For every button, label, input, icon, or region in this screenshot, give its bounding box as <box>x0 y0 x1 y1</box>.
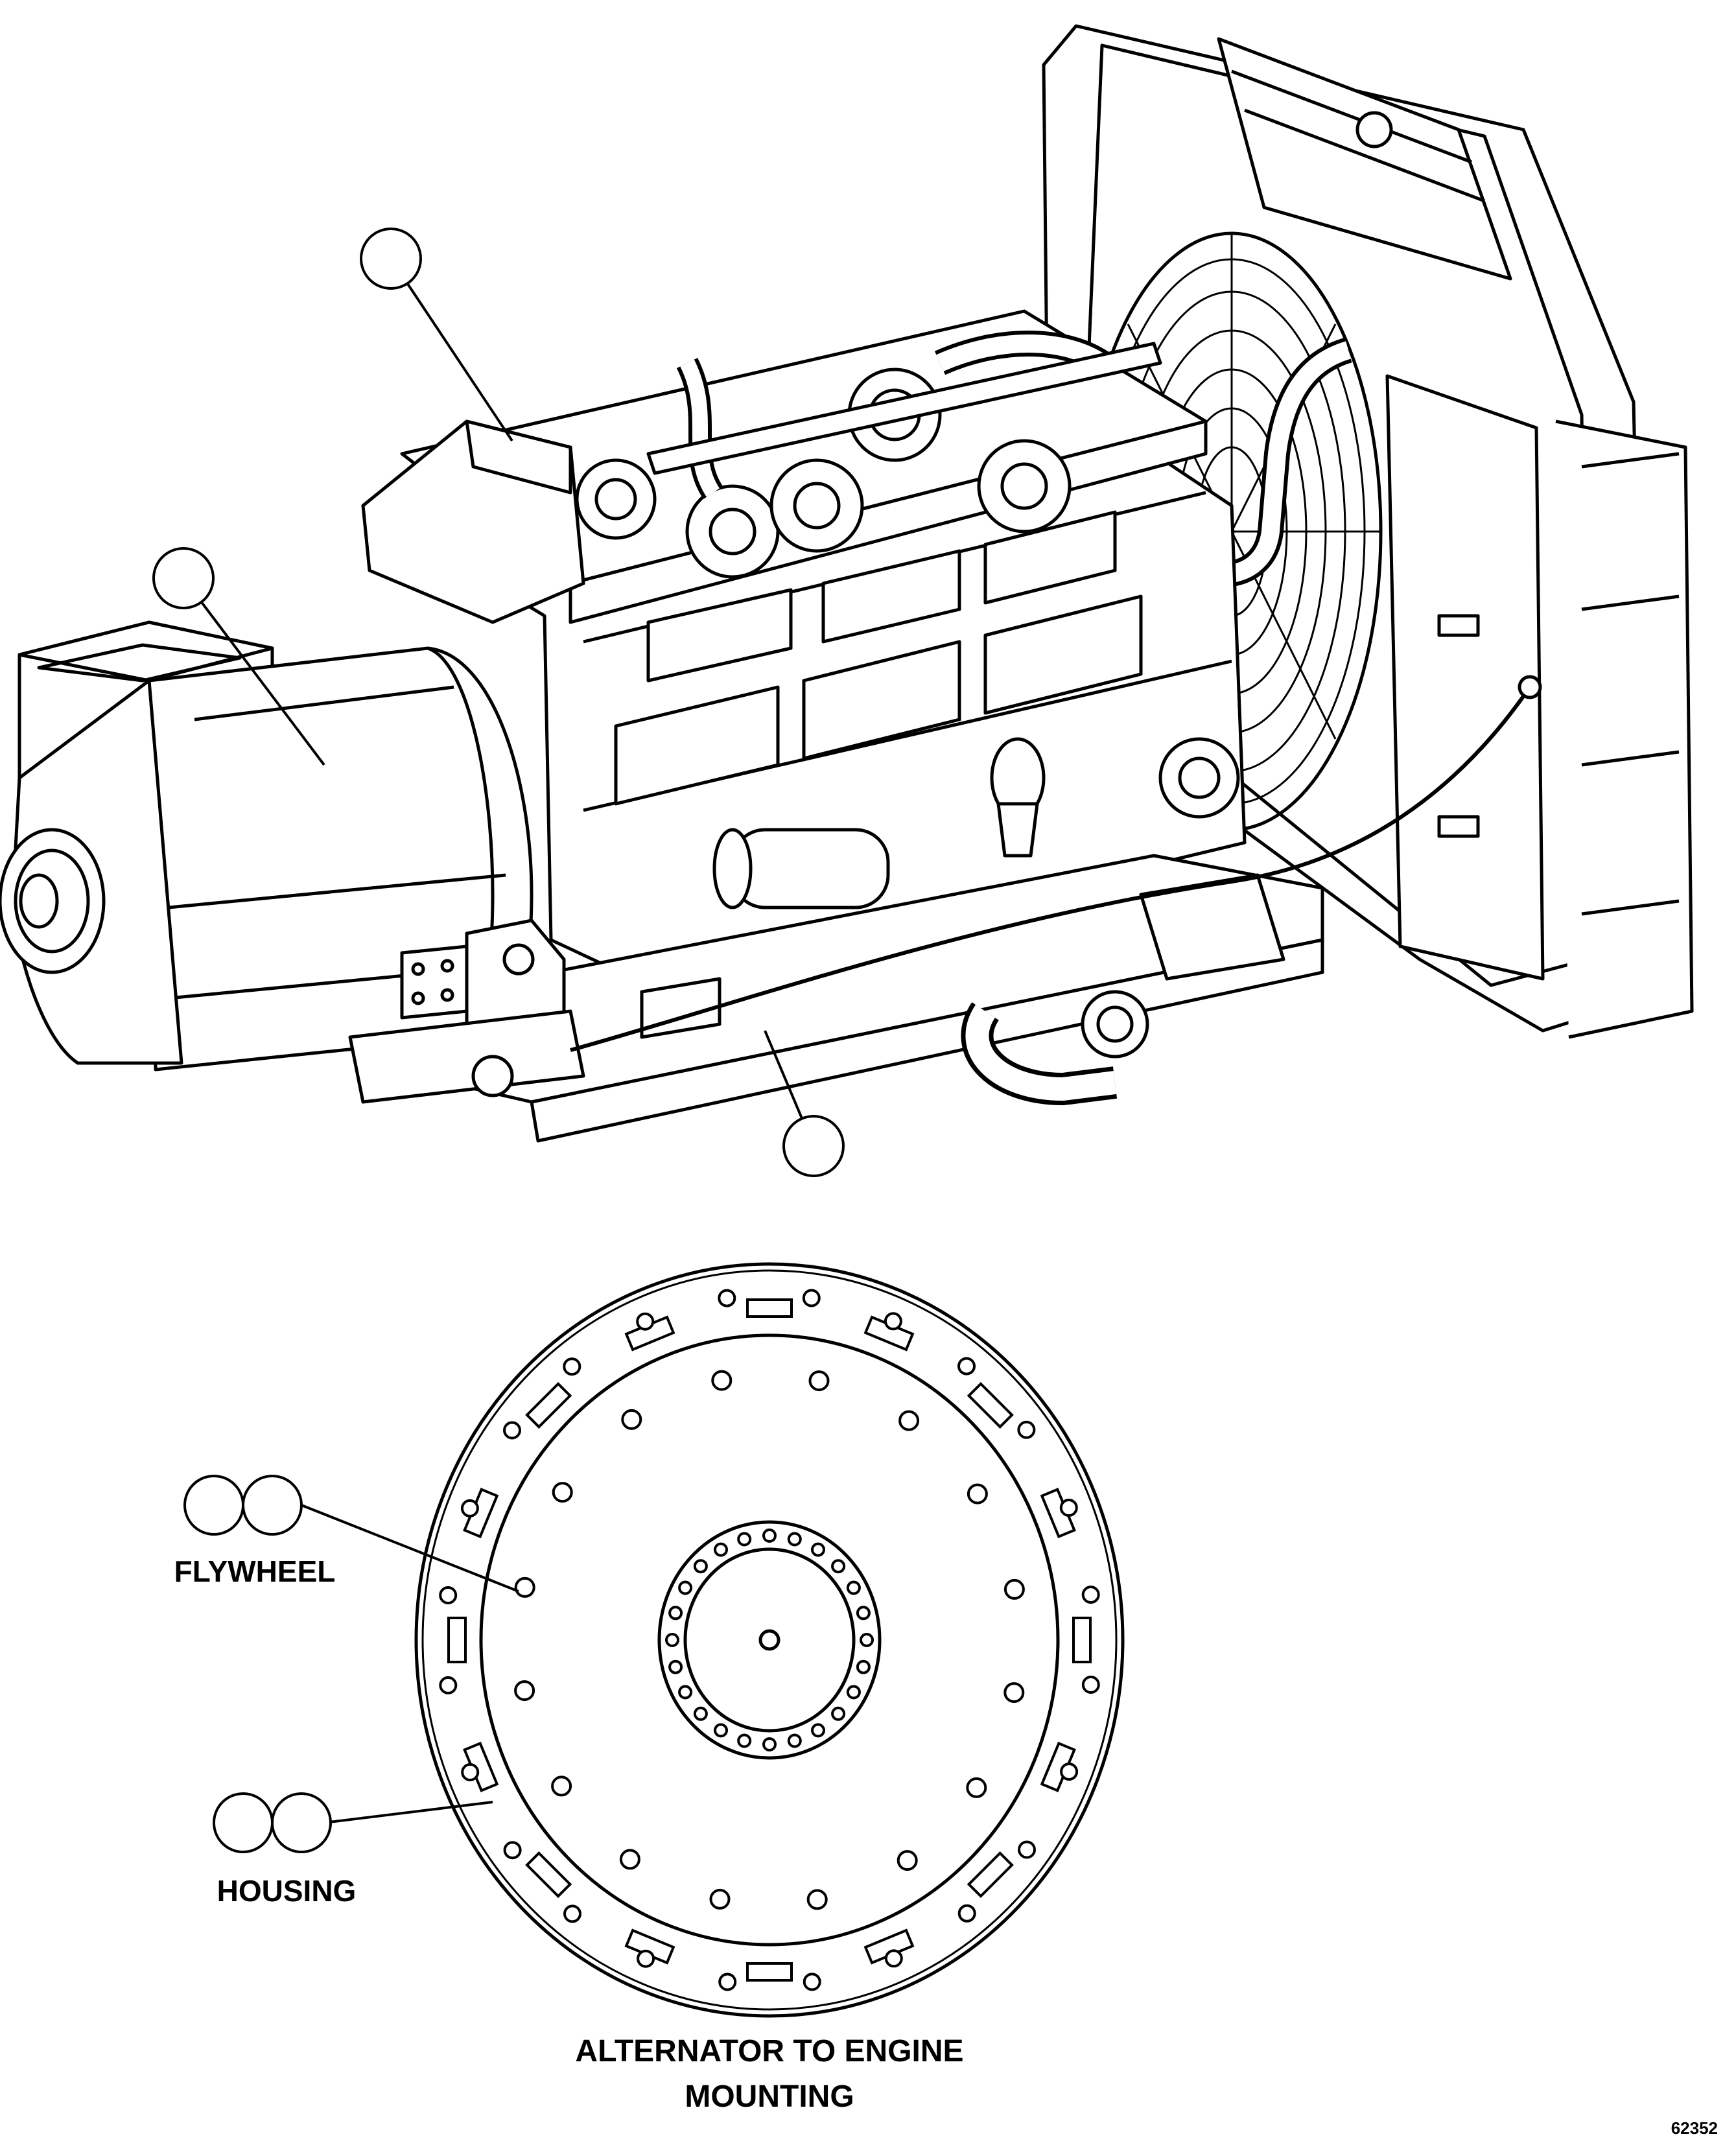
hub-bolt <box>831 1706 846 1721</box>
flywheel-bolt <box>898 1410 920 1431</box>
hub-bolt <box>714 1723 728 1738</box>
housing-bolt <box>718 1289 736 1307</box>
flywheel-callout-circle-2 <box>242 1475 303 1536</box>
hub-bolt <box>762 1528 777 1543</box>
housing-bolt <box>503 1421 521 1440</box>
hub-bolt <box>737 1532 752 1547</box>
caption-line-2: MOUNTING <box>685 2079 854 2114</box>
flywheel-bolt <box>709 1888 731 1910</box>
caption-line-1: ALTERNATOR TO ENGINE <box>575 2034 963 2068</box>
flywheel-bolt <box>711 1370 733 1391</box>
housing-slot <box>447 1617 467 1663</box>
housing-slot <box>746 1298 793 1318</box>
hub-bolt <box>665 1633 679 1647</box>
figure-number: 62352 <box>1671 2118 1718 2138</box>
hub-bolt <box>693 1706 708 1721</box>
housing-bolt <box>803 1973 821 1991</box>
housing-slot <box>746 1962 793 1982</box>
housing-bolt <box>563 1357 581 1376</box>
hub-bolt <box>856 1606 871 1621</box>
flywheel-bolt <box>551 1775 572 1797</box>
hub-bolt <box>693 1559 708 1574</box>
hub-bolt <box>811 1542 825 1557</box>
flywheel-bolt <box>552 1482 573 1503</box>
flywheel-bolt <box>967 1483 988 1505</box>
housing-bolt <box>1059 1499 1078 1517</box>
hub-bolts <box>665 1528 874 1751</box>
hub-bolt <box>856 1659 871 1674</box>
flywheel-bolt <box>966 1777 987 1798</box>
housing-bolt <box>718 1973 737 1991</box>
flywheel-bolt <box>897 1850 918 1871</box>
housing-bolt <box>957 1904 976 1923</box>
housing-bolt <box>957 1357 976 1376</box>
hub-bolt <box>714 1542 728 1557</box>
housing-callout-circle-1 <box>213 1792 274 1853</box>
flywheel-housing-view <box>414 1262 1125 2018</box>
housing-bolt <box>884 1949 903 1968</box>
hub-bolt <box>860 1633 874 1647</box>
hub-bolt <box>668 1606 683 1621</box>
hub-bolt <box>678 1580 693 1595</box>
housing-slot <box>1072 1617 1092 1663</box>
hub-bolt <box>762 1737 777 1751</box>
genset-assembly <box>0 24 1694 1143</box>
housing-bolt <box>461 1763 480 1781</box>
housing-bolt <box>636 1312 655 1331</box>
assembly-callouts <box>152 228 845 1177</box>
flywheel-bolt <box>514 1680 535 1702</box>
housing-bolt <box>563 1904 581 1923</box>
housing-bolt <box>637 1949 655 1968</box>
flywheel-callout-circle-1 <box>183 1475 244 1536</box>
housing-callout-circle-2 <box>271 1792 332 1853</box>
alternator <box>0 620 585 1104</box>
flywheel-bolt <box>621 1409 642 1430</box>
flywheel-bolt <box>1003 1682 1025 1704</box>
housing-bolt <box>1081 1586 1100 1604</box>
flywheel-bolt <box>1003 1578 1025 1600</box>
housing-bolt <box>439 1676 458 1694</box>
callout-circle-engine <box>360 228 422 290</box>
flywheel-bolt <box>808 1370 830 1392</box>
housing-bolt <box>503 1841 522 1860</box>
callout-circle-alternator <box>152 547 215 609</box>
housing-bolt <box>460 1499 479 1517</box>
hub-bolt <box>787 1733 802 1748</box>
housing-bolt <box>1081 1676 1100 1694</box>
flywheel-callouts <box>183 1475 519 1853</box>
hub-bolt <box>787 1532 802 1547</box>
housing-slots <box>447 1298 1092 1982</box>
callout-circle-frame <box>782 1115 845 1177</box>
housing-slot <box>967 1851 1014 1899</box>
ground-cable <box>570 686 1532 1052</box>
housing-slot <box>525 1381 572 1429</box>
housing-slot <box>525 1851 572 1899</box>
hub-bolt <box>668 1659 683 1674</box>
flywheel-label: FLYWHEEL <box>174 1554 336 1588</box>
housing-bolt <box>1018 1840 1036 1859</box>
housing-bolt <box>439 1586 458 1604</box>
housing-bolts <box>439 1289 1100 1991</box>
housing-label: HOUSING <box>217 1874 357 1908</box>
flywheel-bolt <box>619 1849 640 1870</box>
flywheel-bolt <box>806 1889 828 1910</box>
hub-bolt <box>846 1685 861 1700</box>
housing-slot <box>967 1381 1014 1429</box>
hub-bolt <box>846 1580 861 1595</box>
housing-bolt <box>884 1312 902 1331</box>
hub-bolt <box>678 1685 693 1700</box>
hub-bolt <box>831 1559 846 1574</box>
flywheel-bolts <box>514 1370 1025 1910</box>
flywheel-bolt <box>514 1576 535 1598</box>
hub-bolt <box>811 1723 825 1738</box>
hub-bolt <box>737 1733 752 1748</box>
engine-block <box>361 309 1247 987</box>
housing-bolt <box>802 1289 821 1307</box>
housing-bolt <box>1060 1762 1079 1781</box>
housing-bolt <box>1017 1420 1036 1439</box>
